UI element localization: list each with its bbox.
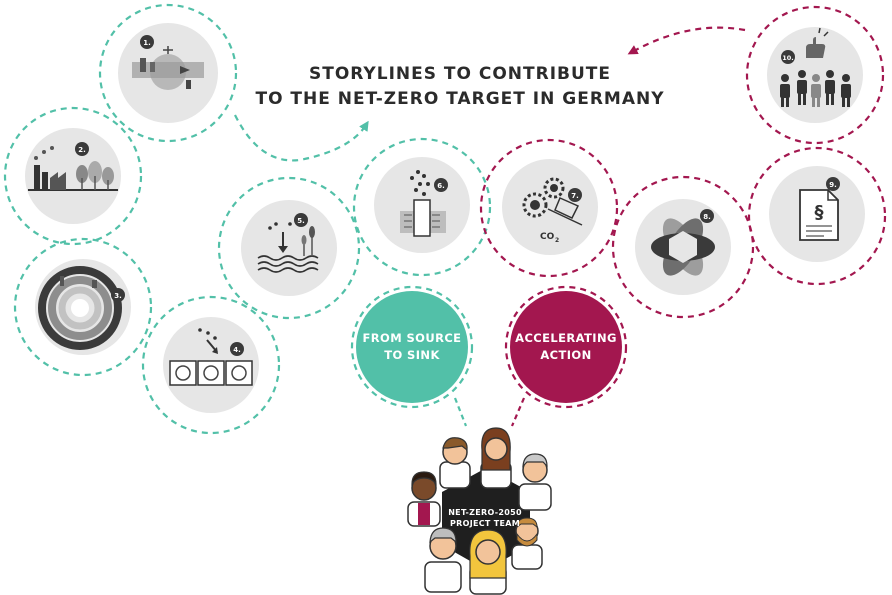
underground-storage-icon — [400, 170, 446, 237]
diagram-title-line-1: STORYLINES TO CONTRIBUTE — [308, 64, 612, 84]
from-source-to-sink-line-1: FROM SOURCE — [362, 331, 462, 345]
legal-document-icon: § — [799, 189, 839, 241]
global-landscape-icon — [132, 46, 204, 90]
from-source-to-sink-label: FROM SOURCE TO SINK — [357, 330, 467, 364]
team-member-2 — [480, 427, 512, 489]
project-team-illustration — [407, 427, 552, 595]
paragraph-symbol: § — [815, 202, 824, 223]
storyline-number-9: 9. — [829, 181, 837, 189]
storyline-number-8: 8. — [703, 213, 711, 221]
team-member-5 — [511, 517, 543, 570]
co2-label: CO — [540, 232, 555, 242]
diagram-title-line-2: TO THE NET-ZERO TARGET IN GERMANY — [255, 89, 665, 109]
storyline-number-10: 10. — [782, 54, 794, 62]
ocean-sink-icon — [257, 222, 319, 273]
storyline-6[interactable]: 6. — [352, 137, 492, 277]
accelerating-action-label: ACCELERATING ACTION — [511, 330, 621, 364]
team-member-6 — [424, 527, 462, 593]
storyline-3[interactable]: 3. — [13, 237, 153, 377]
storyline-4[interactable]: 4. — [141, 295, 281, 435]
storyline-9[interactable]: § 9. — [747, 146, 887, 286]
teal-arrow-connector — [234, 114, 369, 162]
storyline-1[interactable]: 1. — [98, 3, 238, 143]
energy-ring-icon — [38, 266, 122, 350]
team-member-1 — [439, 437, 471, 489]
storyline-number-3: 3. — [114, 292, 122, 300]
from-source-to-sink-line-2: TO SINK — [384, 348, 440, 362]
storyline-number-4: 4. — [233, 346, 241, 354]
storyline-number-5: 5. — [297, 217, 305, 225]
project-team-line-2: PROJECT TEAM — [449, 519, 521, 528]
storyline-5[interactable]: 5. — [217, 176, 361, 320]
storyline-number-2: 2. — [78, 146, 86, 154]
stakeholders-icon — [780, 27, 851, 107]
crimson-arrow-connector — [627, 26, 746, 55]
project-team-line-1: NET-ZERO-2050 — [448, 508, 522, 517]
gears-co2-icon: CO 2 — [522, 177, 583, 244]
storyline-number-7: 7. — [571, 192, 579, 200]
team-member-3 — [518, 453, 552, 511]
hexagon-atom-icon — [651, 218, 715, 276]
project-team-label: NET-ZERO-2050 PROJECT TEAM — [430, 507, 540, 529]
accelerating-action-bubble[interactable] — [504, 285, 628, 427]
carbon-capture-units-icon — [169, 328, 253, 386]
storyline-7[interactable]: CO 2 7. — [479, 138, 619, 278]
accelerating-action-line-1: ACCELERATING — [515, 331, 617, 345]
storyline-number-6: 6. — [437, 182, 445, 190]
co2-subscript: 2 — [555, 237, 559, 244]
storyline-2[interactable]: 2. — [3, 106, 143, 246]
from-source-to-sink-bubble[interactable] — [350, 285, 474, 427]
storyline-10[interactable]: 10. — [745, 5, 885, 145]
industry-forest-icon — [28, 146, 118, 191]
storyline-number-1: 1. — [143, 39, 151, 47]
accelerating-action-line-2: ACTION — [540, 348, 592, 362]
storyline-8[interactable]: 8. — [611, 175, 755, 319]
team-member-4 — [407, 471, 441, 527]
team-member-7 — [469, 529, 507, 595]
